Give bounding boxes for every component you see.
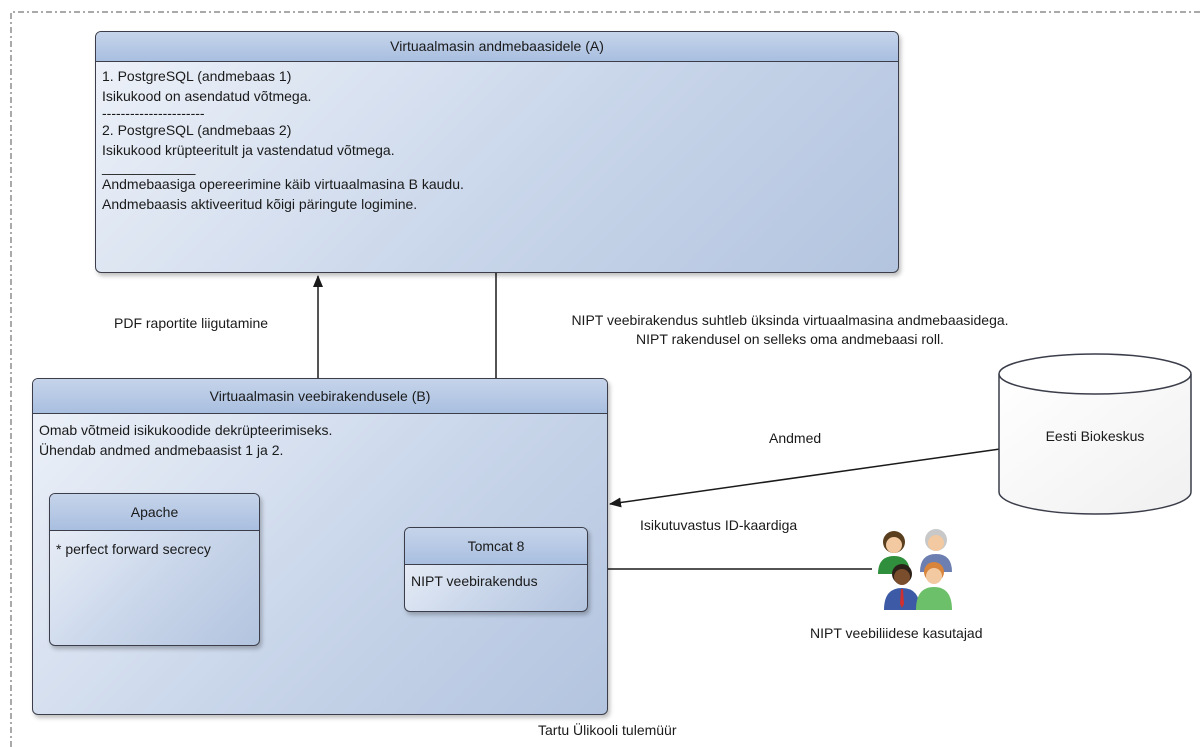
vm-webapp-title: Virtuaalmasin veebirakendusele (B) bbox=[33, 379, 607, 414]
database-label: Eesti Biokeskus bbox=[1045, 428, 1145, 444]
vm-database-body: 1. PostgreSQL (andmebaas 1) Isikukood on… bbox=[96, 62, 898, 218]
firewall-label: Tartu Ülikooli tulemüür bbox=[538, 722, 677, 738]
vm-database-line: Andmebaasiga opereerimine käib virtuaalm… bbox=[102, 176, 464, 192]
vm-database-line: 1. PostgreSQL (andmebaas 1) bbox=[102, 68, 292, 84]
vm-webapp-box: Virtuaalmasin veebirakendusele (B) Omab … bbox=[32, 378, 608, 715]
vm-webapp-line: Omab võtmeid isikukoodide dekrüpteerimis… bbox=[39, 422, 333, 438]
vm-database-line: ____________ bbox=[102, 159, 196, 175]
tomcat-title: Tomcat 8 bbox=[405, 528, 587, 565]
vm-webapp-line: Ühendab andmed andmebaasist 1 ja 2. bbox=[39, 442, 284, 458]
vm-database-line: 2. PostgreSQL (andmebaas 2) bbox=[102, 122, 292, 138]
data-arrow bbox=[609, 448, 1001, 508]
users-group-icon bbox=[878, 529, 952, 610]
vm-database-line: ---------------------- bbox=[102, 105, 205, 121]
nipt-note-line-1: NIPT veebirakendus suhtleb üksinda virtu… bbox=[571, 312, 1009, 328]
nipt-note-line-2: NIPT rakendusel on selleks oma andmebaas… bbox=[636, 331, 944, 347]
apache-body: * perfect forward secrecy bbox=[56, 541, 211, 557]
vm-database-line: Isikukood krüpteeritult ja vastendatud v… bbox=[102, 142, 395, 158]
vm-database-line: Andmebaasis aktiveeritud kõigi päringute… bbox=[102, 196, 418, 212]
tomcat-box: Tomcat 8 NIPT veebirakendus bbox=[404, 527, 588, 612]
vm-database-title: Virtuaalmasin andmebaasidele (A) bbox=[96, 32, 898, 62]
database-cylinder-icon bbox=[998, 353, 1192, 515]
users-label: NIPT veebiliidese kasutajad bbox=[810, 625, 983, 641]
vm-webapp-body: Omab võtmeid isikukoodide dekrüpteerimis… bbox=[33, 414, 607, 464]
pdf-move-label: PDF raportite liigutamine bbox=[114, 315, 269, 331]
apache-title: Apache bbox=[50, 494, 259, 531]
id-auth-label: Isikutuvastus ID-kaardiga bbox=[640, 517, 798, 533]
vm-database-line: Isikukood on asendatud võtmega. bbox=[102, 88, 312, 104]
data-label: Andmed bbox=[769, 430, 822, 446]
vm-database-box: Virtuaalmasin andmebaasidele (A) 1. Post… bbox=[95, 31, 899, 273]
apache-box: Apache * perfect forward secrecy bbox=[49, 493, 260, 646]
tomcat-body: NIPT veebirakendus bbox=[411, 573, 538, 589]
